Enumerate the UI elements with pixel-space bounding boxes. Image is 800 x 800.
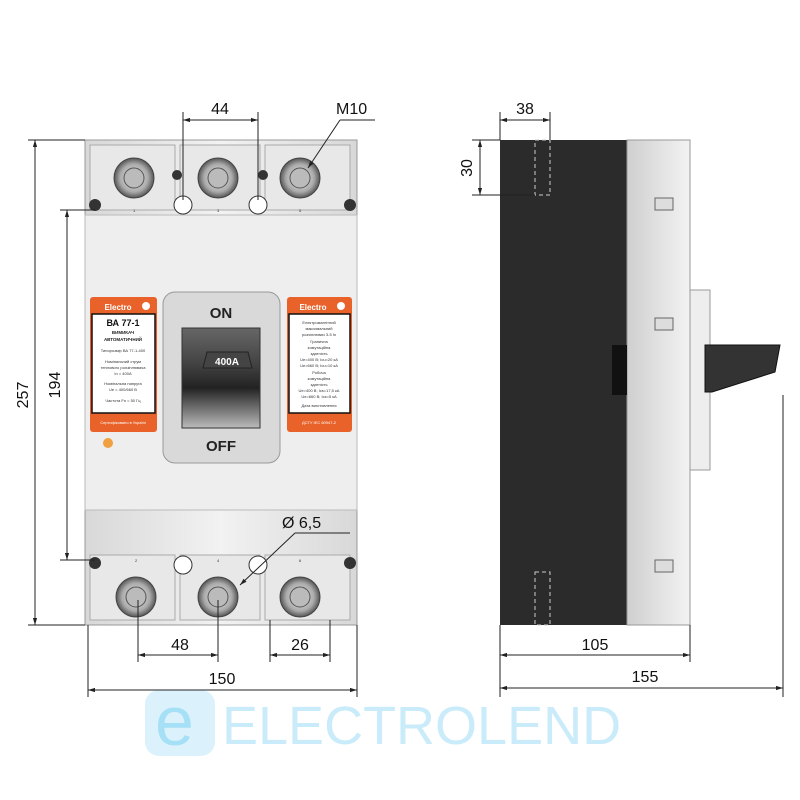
right-nameplate: Electro Електромагнітний максимальний ро… — [287, 297, 352, 432]
label-text: Electro — [104, 303, 131, 312]
screw-icon — [89, 557, 101, 569]
mount-hole — [248, 555, 268, 575]
label-text: 4 — [217, 558, 220, 563]
breaker-handle[interactable] — [181, 327, 261, 429]
front-view: 1 3 5 2 4 6 ON OFF 400A — [84, 139, 358, 626]
screw-icon — [172, 170, 182, 180]
side-dimensions: 38 30 105 155 — [459, 101, 784, 697]
label-text: ДСТУ IEC 60947-2 — [302, 420, 337, 425]
bottom-terminals: 2 4 6 — [89, 554, 356, 621]
dim-width-total: 150 — [209, 671, 236, 688]
mount-hole — [173, 555, 193, 575]
drawing-shape — [534, 571, 551, 626]
label-text: Ue=660 В; Icu=10 кА — [300, 363, 338, 368]
side-view — [500, 139, 781, 626]
left-nameplate: Electro ВА 77-1 ВИМИКАЧ АВТОМАТИЧНИЙ Тип… — [90, 297, 157, 432]
label-text: теплового розчіплювача — [101, 365, 147, 370]
watermark: e ELECTROLEND — [145, 682, 621, 760]
dim-terminal-width: 26 — [291, 637, 309, 654]
label-text: Номінальний струм — [105, 359, 141, 364]
dim-height-mount: 194 — [47, 372, 64, 399]
drawing-shape — [654, 317, 674, 331]
front-dimensions: 257 194 44 M10 Ø 6,5 48 26 150 — [15, 101, 375, 697]
label-text: Ue=660 В; Ics=5 кА — [301, 394, 337, 399]
label-text: Ue = 400/660 В — [109, 387, 137, 392]
label-text: 1 — [133, 208, 136, 213]
label-text: комутаційна — [308, 345, 331, 350]
dim-top-depth: 30 — [459, 159, 476, 177]
label-text: розчіплювач 3-5 In — [302, 332, 336, 337]
rating-label: 400A — [215, 357, 239, 368]
label-text: здатність — [310, 351, 327, 356]
drawing-shape — [654, 197, 674, 211]
indicator-light — [103, 438, 113, 448]
label-text: Електромагнітний — [302, 320, 335, 325]
drawing-shape — [207, 167, 229, 189]
watermark-letter: e — [155, 682, 194, 760]
watermark-text: ELECTROLEND — [222, 696, 621, 756]
top-terminals: 1 3 5 — [89, 144, 356, 215]
drawing-shape — [534, 139, 551, 196]
drawing-shape — [337, 302, 345, 310]
label-text: Ue=400 В; Ics=17,5 кА — [299, 388, 340, 393]
screw-icon — [258, 170, 268, 180]
drawing-shape — [612, 345, 627, 395]
drawing-shape — [125, 586, 147, 608]
drawing-shape — [142, 302, 150, 310]
dim-pitch-top: 44 — [211, 101, 229, 118]
label-text: In = 400A — [114, 371, 132, 376]
dim-thread: M10 — [336, 101, 367, 118]
label-text: здатність — [310, 382, 327, 387]
label-text: 2 — [135, 558, 138, 563]
side-handle — [704, 344, 781, 393]
label-text: Ue=400 В; Icu=20 кА — [300, 357, 338, 362]
label-text: Сертифіковано в Україні — [100, 420, 145, 425]
drawing-shape — [289, 167, 311, 189]
label-text: Дата виготовлення — [301, 403, 336, 408]
label-text: Номінальна напруга — [104, 381, 142, 386]
label-text: Робоча — [312, 370, 326, 375]
label-text: Electro — [299, 303, 326, 312]
label-text: Гранична — [310, 339, 328, 344]
screw-icon — [344, 199, 356, 211]
label-text: ВА 77-1 — [106, 318, 139, 328]
label-text: АВТОМАТИЧНИЙ — [104, 335, 142, 342]
label-text: ВИМИКАЧ — [112, 330, 134, 335]
drawing-shape — [289, 586, 311, 608]
label-text: 3 — [217, 208, 220, 213]
drawing-shape — [654, 559, 674, 573]
screw-icon — [344, 557, 356, 569]
dim-depth-body: 105 — [582, 637, 609, 654]
drawing-shape — [202, 351, 253, 369]
drawing-shape — [626, 139, 691, 626]
label-text: Частота Fn = 50 Гц — [105, 398, 141, 403]
label-text: 6 — [299, 558, 302, 563]
label-text: комутаційна — [308, 376, 331, 381]
label-text: 5 — [299, 208, 302, 213]
dim-top-offset: 38 — [516, 101, 534, 118]
label-text: Типорозмір ВА 77-1-400 — [101, 348, 146, 353]
label-text: максимальний — [305, 326, 332, 331]
drawing-shape — [500, 140, 627, 625]
dim-pitch-bottom: 48 — [171, 637, 189, 654]
drawing-shape — [307, 119, 341, 169]
dim-hole: Ø 6,5 — [282, 515, 321, 532]
drawing-shape — [123, 167, 145, 189]
dim-height-total: 257 — [15, 382, 32, 409]
drawing-shape — [288, 313, 351, 414]
drawing-shape — [91, 313, 156, 414]
off-label: OFF — [206, 438, 236, 455]
screw-icon — [89, 199, 101, 211]
on-label: ON — [210, 305, 233, 322]
dim-depth-total: 155 — [632, 669, 659, 686]
drawing-shape — [239, 532, 296, 586]
drawing-shape — [145, 690, 215, 756]
